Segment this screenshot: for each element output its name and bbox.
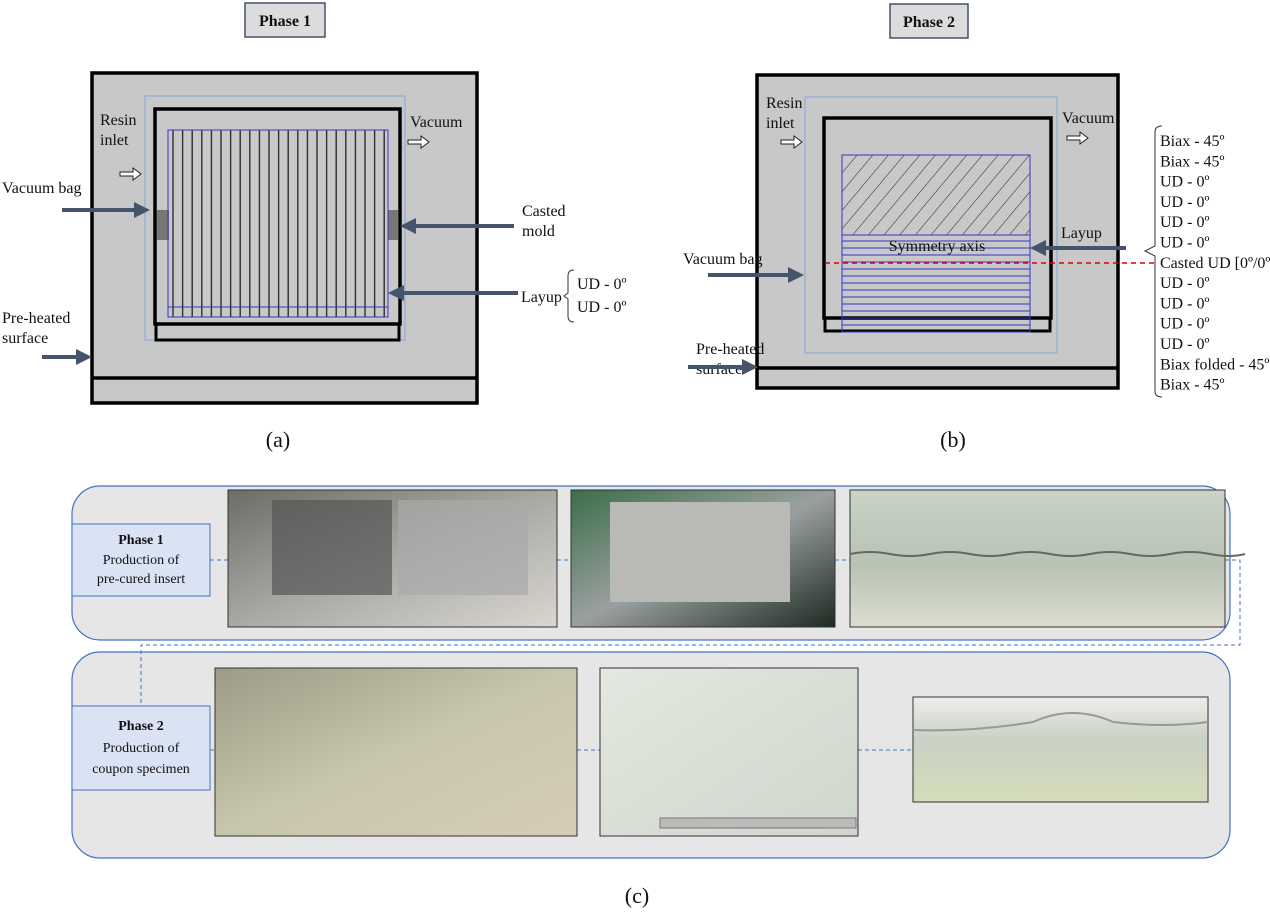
layer-label: UD - 0º xyxy=(1160,235,1209,252)
layer-label: UD - 0º xyxy=(1160,275,1209,292)
caption-a: (a) xyxy=(266,427,290,452)
layup xyxy=(167,129,389,318)
vacuum-label: Vacuum xyxy=(410,114,463,131)
resin-inlet-label: Resin xyxy=(766,95,802,112)
preheated-label: Pre-heated xyxy=(2,310,70,327)
phase2-diagram: Phase 2 Symmetry axis Resin inlet Vacuum… xyxy=(683,3,1270,452)
biax-layers xyxy=(841,154,1031,236)
phase2-row-title: Phase 2 xyxy=(118,719,164,734)
phase2-row-desc: Production of xyxy=(103,741,180,756)
layup-label: Layup xyxy=(1061,225,1102,242)
caption-b: (b) xyxy=(940,427,966,452)
layer-label: Casted UD [0º/0º] xyxy=(1160,255,1270,272)
phase1-row-title: Phase 1 xyxy=(118,533,164,548)
resin-inlet-label-2: inlet xyxy=(766,115,795,132)
casted-mold-label-2: mold xyxy=(522,223,555,240)
layup-label: Layup xyxy=(521,289,562,306)
vacuum-bag-label: Vacuum bag xyxy=(683,251,763,268)
vacuum-bag xyxy=(804,96,1058,354)
resin-inlet-label: Resin xyxy=(100,112,136,129)
layer-label: UD - 0º xyxy=(1160,174,1209,191)
layer-label: UD - 0º xyxy=(1160,295,1209,312)
phase1-row-desc-2: pre-cured insert xyxy=(97,572,185,587)
resin-inlet-label-2: inlet xyxy=(100,132,129,149)
photo-precured-insert xyxy=(849,489,1226,628)
layer-label: UD - 0º xyxy=(577,299,626,316)
vacuum-label: Vacuum xyxy=(1062,110,1115,127)
photo-coupon-panel xyxy=(599,667,859,837)
layer-label: Biax folded - 45º xyxy=(1160,356,1269,373)
phase2-row-desc-2: coupon specimen xyxy=(92,762,190,777)
layer-label: UD - 0º xyxy=(1160,194,1209,211)
panel-c: Phase 1 Production of pre-cured insert P… xyxy=(71,485,1246,908)
casted-mold-label: Casted xyxy=(522,203,566,220)
symmetry-axis-label: Symmetry axis xyxy=(889,238,985,255)
phase2-title-box xyxy=(889,3,969,39)
photo-coupon-layup xyxy=(214,667,578,837)
photo-coupon-cross-section xyxy=(912,696,1209,803)
phase1-row-desc: Production of xyxy=(103,553,180,568)
layer-label: UD - 0º xyxy=(1160,316,1209,333)
phase2-label-box xyxy=(71,705,211,791)
layer-label: Biax - 45º xyxy=(1160,133,1225,150)
layer-label: UD - 0º xyxy=(1160,336,1209,353)
phase1-diagram: Phase 1 Resin inlet Vacuum Vacuum bag Ca… xyxy=(2,2,626,452)
preheated-label: Pre-heated xyxy=(696,341,764,358)
caption-c: (c) xyxy=(625,883,649,908)
ud-layers xyxy=(841,234,1031,333)
phase1-title-box xyxy=(244,2,326,38)
phase2-title: Phase 2 xyxy=(903,14,955,31)
layer-label: Biax - 45º xyxy=(1160,377,1225,394)
phase1-label-box xyxy=(71,523,211,597)
phase1-title: Phase 1 xyxy=(259,13,311,30)
vacuum-bag-label: Vacuum bag xyxy=(2,180,82,197)
preheated-label-2: surface xyxy=(696,361,742,378)
preheated-label-2: surface xyxy=(2,330,48,347)
layer-label: UD - 0º xyxy=(1160,214,1209,231)
layer-label: UD - 0º xyxy=(577,276,626,293)
layer-label: Biax - 45º xyxy=(1160,153,1225,170)
